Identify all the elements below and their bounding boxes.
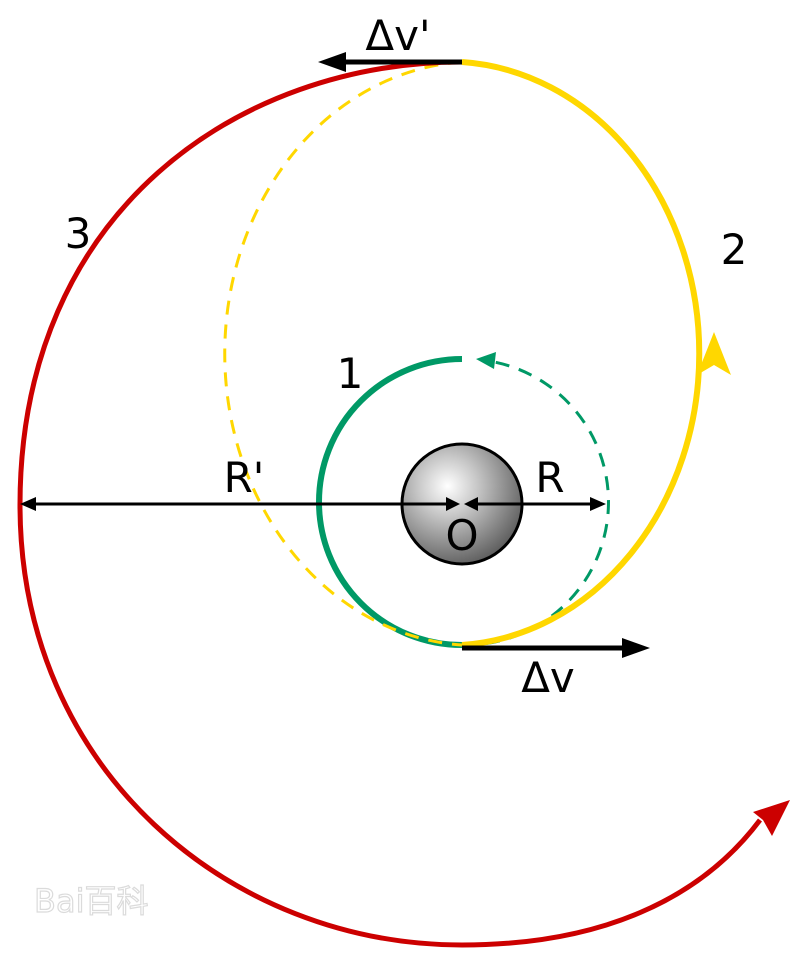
orbit-1-dashed-arrowhead [476, 352, 496, 369]
orbit-2-arrowhead [697, 332, 731, 375]
label-delta-v: Δv [521, 653, 575, 702]
r-arrowhead-right [590, 497, 606, 511]
r-prime-arrowhead-left [20, 497, 36, 511]
orbit-3-arc [17, 59, 762, 948]
r-arrowhead-left [464, 497, 478, 511]
label-delta-v-prime: Δv' [365, 11, 430, 60]
label-orbit-3: 3 [65, 209, 92, 258]
delta-v-prime-arrowhead [318, 52, 346, 72]
delta-v-arrowhead [622, 638, 650, 658]
orbit-1-dashed-arc [461, 358, 610, 647]
label-r: R [535, 453, 564, 502]
orbit-2-dashed-arc [223, 60, 463, 647]
orbit-3-arrowhead [753, 800, 790, 836]
label-r-prime: R' [224, 453, 265, 502]
label-orbit-2: 2 [721, 225, 748, 274]
label-orbit-1: 1 [337, 349, 364, 398]
r-prime-arrowhead-right [446, 497, 460, 511]
label-center-o: O [445, 511, 478, 560]
watermark: Bai百科 [34, 882, 148, 920]
orbit-2-solid-arc [461, 59, 703, 648]
